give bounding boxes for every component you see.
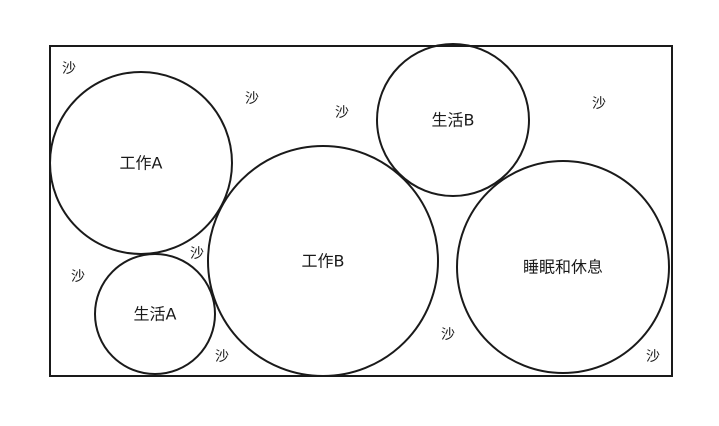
sand-label: 沙 bbox=[190, 246, 204, 262]
sand-label: 沙 bbox=[592, 96, 606, 112]
sand-label: 沙 bbox=[71, 269, 85, 285]
circle-work-a: 工作A bbox=[49, 71, 233, 255]
container-box bbox=[49, 45, 673, 377]
sand-label: 沙 bbox=[245, 91, 259, 107]
sand-label: 沙 bbox=[646, 349, 660, 365]
sand-label: 沙 bbox=[441, 327, 455, 343]
circle-label-life-a: 生活A bbox=[134, 305, 177, 324]
circle-label-work-b: 工作B bbox=[302, 252, 345, 271]
sand-label: 沙 bbox=[62, 61, 76, 77]
circle-label-work-a: 工作A bbox=[120, 154, 163, 173]
circle-rest: 睡眠和休息 bbox=[456, 160, 670, 374]
circle-life-a: 生活A bbox=[94, 253, 216, 375]
sand-label: 沙 bbox=[215, 349, 229, 365]
circle-label-life-b: 生活B bbox=[432, 111, 475, 130]
sand-label: 沙 bbox=[335, 105, 349, 121]
circle-work-b: 工作B bbox=[207, 145, 439, 377]
circle-life-b: 生活B bbox=[376, 43, 530, 197]
circle-label-rest: 睡眠和休息 bbox=[523, 258, 603, 277]
